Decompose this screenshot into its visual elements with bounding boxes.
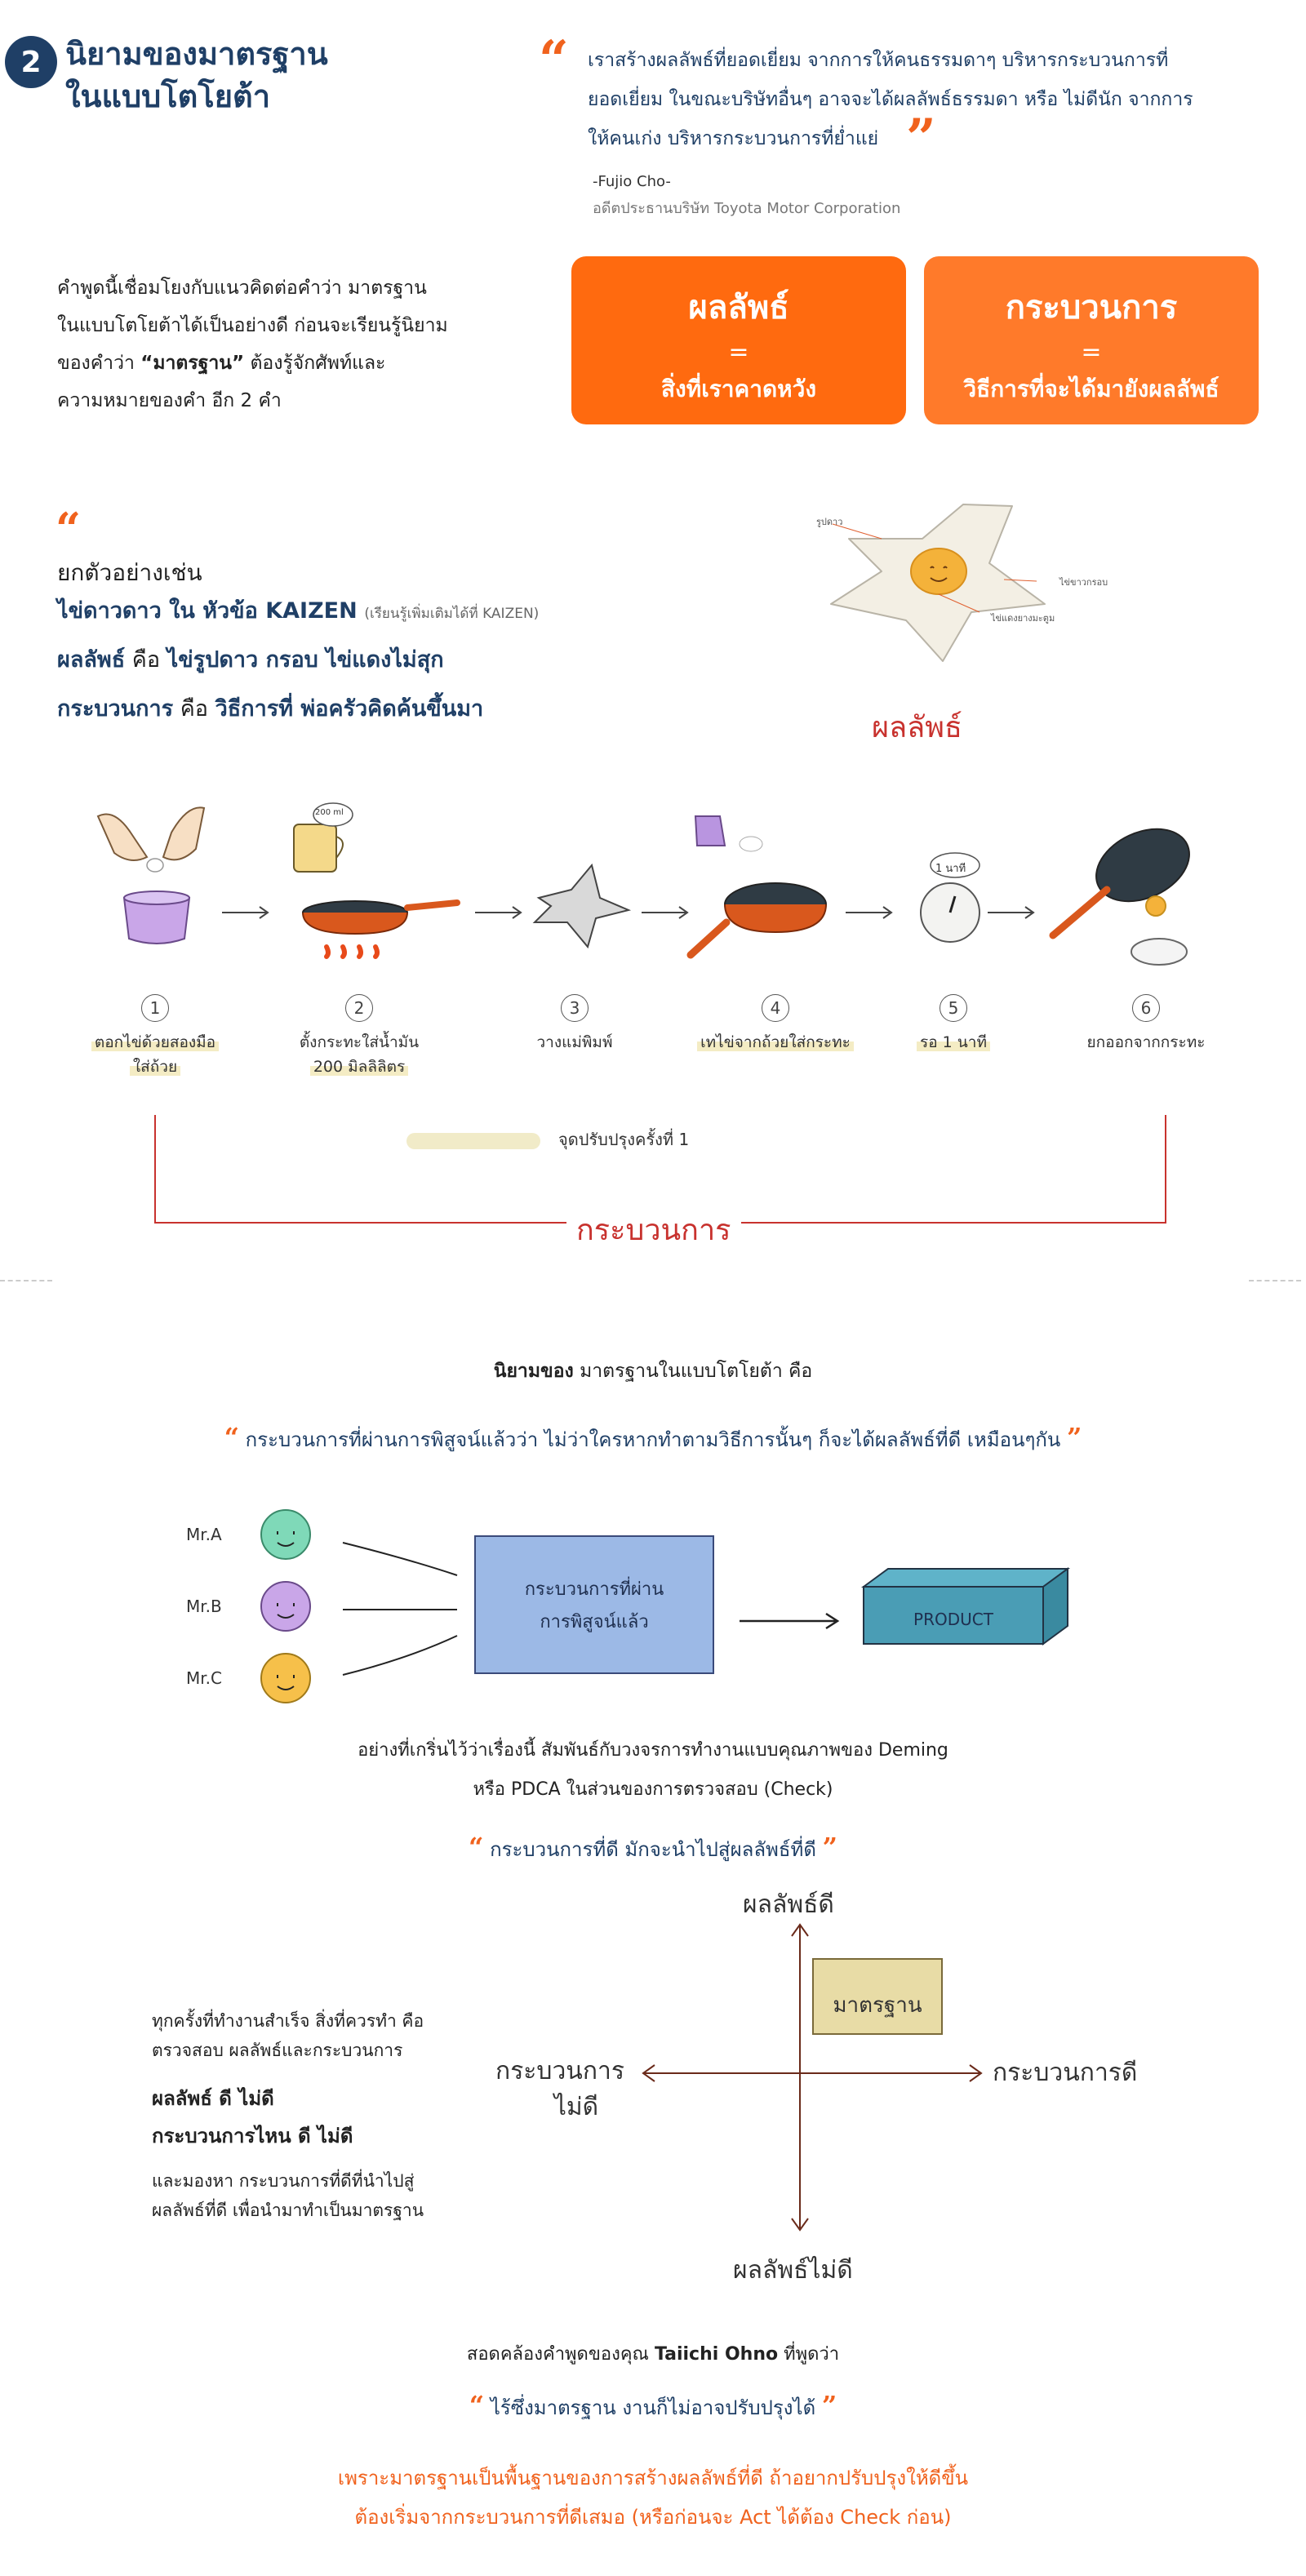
standard-process-diagram	[260, 1509, 1071, 1703]
section-title: นิยามของมาตรฐาน ในแบบโตโยต้า	[65, 33, 328, 118]
pour-egg-icon	[686, 815, 827, 959]
intro-line1: คำพูดนี้เชื่อมโยงกับแนวคิดต่อคำว่า มาตรฐ…	[57, 278, 427, 299]
timer-icon	[920, 852, 980, 943]
quadrant-chart	[642, 1923, 983, 2232]
process-box-desc: วิธีการที่จะได้มายังผลลัพธ์	[963, 375, 1219, 402]
ohno-quote: “ ไร้ซึ่งมาตรฐาน งานก็ไม่อาจปรับปรุงได้ …	[469, 2390, 837, 2421]
definition-heading: นิยามของ มาตรฐานในแบบโตโยต้า คือ	[493, 1361, 813, 1382]
step-label-6: ยกออกจากกระทะ	[1086, 1033, 1206, 1051]
process-definition-box: กระบวนการ = วิธีการที่จะได้มายังผลลัพธ์	[924, 256, 1259, 424]
good-process-quote: “ กระบวนการที่ดี มักจะนำไปสู่ผลลัพธ์ที่ด…	[469, 1832, 837, 1863]
step-number-6: 6	[1132, 994, 1160, 1022]
example-intro: ยกตัวอย่างเช่น	[57, 559, 202, 586]
process-box-equals: =	[1081, 338, 1102, 366]
section-title-line2: ในแบบโตโยต้า	[65, 78, 271, 114]
person-label-c: Mr.C	[186, 1668, 222, 1688]
person-a-icon	[260, 1509, 311, 1560]
definition-quote: “ กระบวนการที่ผ่านการพิสูจน์แล้วว่า ไม่ว…	[224, 1422, 1082, 1453]
top-quote-line3: ให้คนเก่ง บริหารกระบวนการที่ย่ำแย่	[588, 128, 879, 149]
process-label: กระบวนการ	[566, 1206, 741, 1253]
deming-line1: อย่างที่เกริ่นไว้ว่าเรื่องนี้ สัมพันธ์กั…	[358, 1740, 948, 1761]
result-box-title: ผลลัพธ์	[688, 289, 789, 326]
result-box-desc: สิ่งที่เราคาดหวัง	[660, 375, 817, 402]
person-label-a: Mr.A	[186, 1525, 222, 1544]
timer-label: 1 นาที	[935, 863, 966, 875]
egg-label-crisp: ไข่ขาวกรอบ	[1059, 577, 1108, 588]
section-title-line1: นิยามของมาตรฐาน	[65, 36, 328, 72]
step-number-2: 2	[345, 994, 373, 1022]
step-number-3: 3	[561, 994, 589, 1022]
open-quote-icon: “	[539, 29, 569, 91]
step-label-1: ตอกไข่ด้วยสองมือใส่ถ้วย	[73, 1030, 237, 1079]
quadrant-standard-label: มาตรฐาน	[833, 1993, 922, 2018]
example-quote-icon: “	[56, 503, 82, 555]
quadrant-top-label: ผลลัพธ์ดี	[743, 1890, 834, 1919]
top-quote-line1: เราสร้างผลลัพธ์ที่ยอดเยี่ยม จากการให้คนธ…	[588, 50, 1169, 71]
quote-author: -Fujio Cho-	[593, 173, 671, 190]
intro-line2: ในแบบโตโยต้าได้เป็นอย่างดี ก่อนจะเรียนรู…	[57, 315, 448, 336]
step-number-5: 5	[940, 994, 967, 1022]
steps-illustrations	[96, 802, 1190, 966]
quadrant-bottom-label: ผลลัพธ์ไม่ดี	[733, 2256, 853, 2285]
result-box-equals: =	[728, 338, 749, 366]
top-quote: เราสร้างผลลัพธ์ที่ยอดเยี่ยม จากการให้คนธ…	[588, 41, 1241, 158]
example-line2: ไข่ดาวดาว ใน หัวข้อ KAIZEN (เรียนรู้เพิ่…	[57, 593, 539, 628]
egg-label-star: รูปดาว	[816, 517, 843, 527]
example-line3: ผลลัพธ์ คือ ไข่รูปดาว กรอบ ไข่แดงไม่สุก	[57, 647, 444, 673]
person-label-b: Mr.B	[186, 1597, 222, 1616]
result-label: ผลลัพธ์	[872, 711, 962, 744]
definition-close-quote-icon: ”	[1066, 1422, 1082, 1453]
top-quote-line2: ยอดเยี่ยม ในขณะบริษัทอื่นๆ อาจจะได้ผลลัพ…	[588, 89, 1193, 110]
side-note: ทุกครั้งที่ทำงานสำเร็จ สิ่งที่ควรทำ คือ …	[152, 2011, 424, 2220]
oil-pan-icon	[293, 802, 460, 959]
egg-label-yolk: ไข่แดงยางมะตูม	[991, 613, 1055, 624]
conclusion-line1: เพราะมาตรฐานเป็นพื้นฐานของการสร้างผลลัพธ…	[337, 2467, 969, 2489]
quadrant-left-label: กระบวนการไม่ดี	[495, 2057, 624, 2121]
plate-egg-icon	[1049, 828, 1190, 966]
step-label-5: รอ 1 นาที	[872, 1030, 1035, 1055]
kaizen-highlight-swatch	[406, 1133, 540, 1149]
example-topic: ไข่ดาวดาว ใน หัวข้อ KAIZEN	[57, 598, 358, 624]
person-b-icon	[260, 1581, 311, 1632]
result-definition-box: ผลลัพธ์ = สิ่งที่เราคาดหวัง	[571, 256, 906, 424]
step-number-1: 1	[141, 994, 169, 1022]
star-mold-icon	[532, 863, 632, 949]
quote-author-title: อดีตประธานบริษัท Toyota Motor Corporatio…	[593, 200, 901, 217]
crack-egg-icon	[96, 806, 206, 944]
example-note: (เรียนรู้เพิ่มเติมได้ที่ KAIZEN)	[364, 606, 540, 622]
proven-process-label: กระบวนการที่ผ่านการพิสูจน์แล้ว	[524, 1579, 664, 1632]
kaizen-note: จุดปรับปรุงครั้งที่ 1	[558, 1130, 690, 1149]
section-number-badge: 2	[5, 36, 57, 88]
conclusion-line2: ต้องเริ่มจากกระบวนการที่ดีเสมอ (หรือก่อน…	[354, 2506, 952, 2529]
intro-line3: ของคำว่า “มาตรฐาน” ต้องรู้จักศัพท์และ	[57, 353, 386, 374]
deming-line2: หรือ PDCA ในส่วนของการตรวจสอบ (Check)	[473, 1779, 833, 1800]
step-label-4: เทไข่จากถ้วยใส่กระทะ	[677, 1030, 873, 1055]
cup-label: 200 ml	[315, 808, 344, 817]
separator-right	[1249, 1280, 1301, 1281]
separator-left	[0, 1280, 52, 1281]
ohno-intro: สอดคล้องคำพูดของคุณ Taiichi Ohno ที่พูดว…	[466, 2344, 840, 2365]
quadrant-right-label: กระบวนการดี	[993, 2059, 1138, 2087]
close-quote-icon: ”	[906, 108, 936, 169]
intro-paragraph: คำพูดนี้เชื่อมโยงกับแนวคิดต่อคำว่า มาตรฐ…	[57, 269, 482, 420]
product-label: PRODUCT	[913, 1610, 993, 1629]
step-label-3: วางแม่พิมพ์	[536, 1033, 613, 1051]
product-box-icon	[860, 1567, 1071, 1646]
star-egg-illustration	[830, 504, 1046, 662]
example-line4: กระบวนการ คือ วิธีการที่ พ่อครัวคิดค้นขึ…	[57, 696, 484, 722]
process-box-title: กระบวนการ	[1005, 289, 1178, 326]
intro-line4: ความหมายของคำ อีก 2 คำ	[57, 390, 282, 411]
step-number-4: 4	[762, 994, 789, 1022]
person-c-icon	[260, 1653, 311, 1703]
definition-open-quote-icon: “	[224, 1422, 240, 1453]
